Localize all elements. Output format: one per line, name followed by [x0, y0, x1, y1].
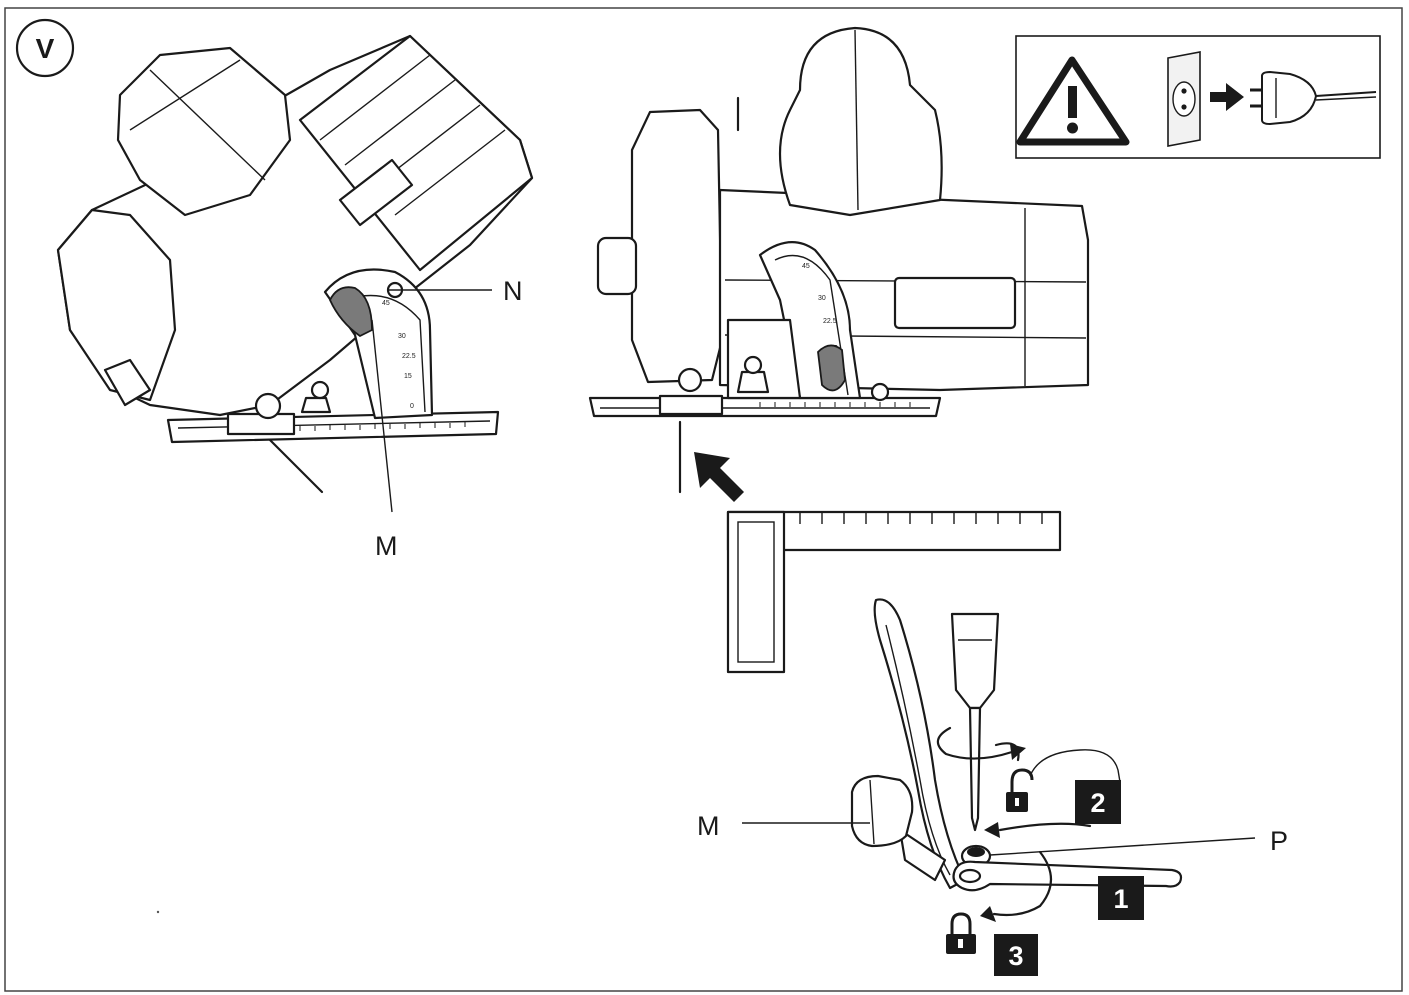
step-badge-1: 1	[1098, 876, 1144, 920]
page-frame	[4, 7, 1403, 992]
pointer-arrow-icon	[694, 452, 744, 502]
svg-text:22.5: 22.5	[402, 353, 416, 360]
warning-triangle-icon	[1016, 56, 1130, 146]
svg-text:0: 0	[410, 403, 414, 410]
bevel-adjustment-detail	[850, 598, 1183, 954]
step-badge-2: 2	[1075, 780, 1121, 824]
tilted-saw-illustration: 45 30 22.5 15 0	[56, 34, 534, 494]
base-scale-ticks	[299, 422, 466, 431]
svg-text:45: 45	[802, 263, 810, 270]
rotation-arrow-icon	[936, 726, 1014, 760]
bevel-lever-upright	[817, 344, 846, 392]
svg-text:3: 3	[1008, 941, 1023, 971]
svg-text:30: 30	[398, 333, 406, 340]
svg-text:2: 2	[1090, 788, 1105, 818]
padlock-locked-icon	[946, 912, 976, 954]
svg-text:1: 1	[1113, 884, 1128, 914]
svg-text:22.5: 22.5	[823, 318, 837, 325]
label-n: N	[503, 276, 523, 306]
svg-text:15: 15	[404, 373, 412, 380]
svg-text:30: 30	[818, 295, 826, 302]
step-badge-3: 3	[994, 934, 1038, 976]
label-m-bottom: M	[697, 811, 720, 841]
panel-letter-badge: V	[15, 18, 75, 78]
bevel-scale-text: 45 30 22.5 15 0	[382, 300, 416, 410]
arrow-right-icon	[1210, 83, 1244, 111]
panel-letter: V	[36, 33, 55, 64]
label-p: P	[1270, 826, 1288, 856]
padlock-unlocked-icon	[1006, 768, 1034, 812]
label-m-top: M	[375, 531, 398, 561]
power-plug-icon	[1250, 70, 1377, 126]
try-square-tool	[726, 510, 1062, 674]
svg-text:45: 45	[382, 300, 390, 307]
leader-line-m-top	[371, 319, 393, 513]
wall-socket-icon	[1167, 51, 1201, 147]
bevel-lever	[329, 286, 373, 338]
base-scale-ticks-upright	[759, 402, 911, 407]
leader-line-p	[989, 837, 1256, 856]
unplug-warning-box	[1015, 35, 1381, 159]
